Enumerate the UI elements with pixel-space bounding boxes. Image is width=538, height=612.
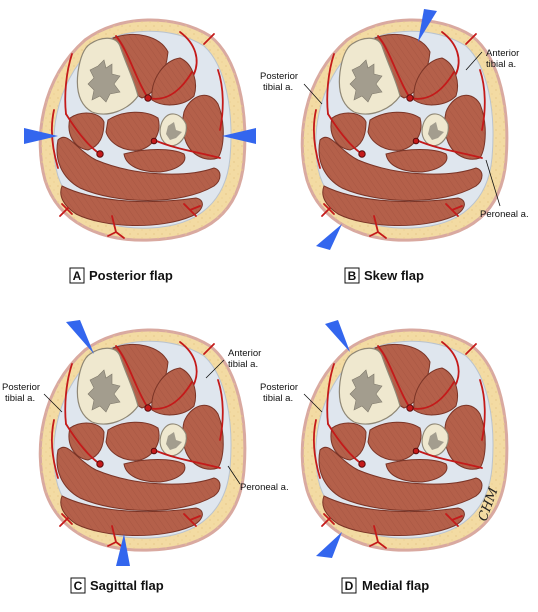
panel-letter-box-a — [69, 267, 85, 284]
flap-arrow-medial-a — [24, 128, 58, 144]
leg-cross-section-a — [38, 18, 247, 242]
panel-letter-b: B — [348, 269, 357, 283]
label-anterior-tibial-c-line1: Anterior — [228, 348, 261, 359]
panel-caption-c: Sagittal flap — [90, 578, 164, 593]
leg-cross-section-c — [38, 328, 247, 552]
panel-letter-c: C — [74, 579, 83, 593]
label-anterior-tibial-b-line2: tibial a. — [486, 59, 516, 70]
panel-d: Posterior tibial a. CHM D Medial flap — [260, 320, 509, 594]
panel-letter-box-c — [70, 577, 86, 594]
flap-arrow-posterior-b — [316, 224, 342, 250]
label-peroneal-b: Peroneal a. — [480, 209, 529, 220]
label-posterior-tibial-b-line1: Posterior — [260, 71, 298, 82]
panel-c: Anterior tibial a. Posterior tibial a. P… — [2, 320, 289, 594]
label-posterior-tibial-d-line2: tibial a. — [263, 393, 293, 404]
panel-caption-d: Medial flap — [362, 578, 429, 593]
panel-letter-box-b — [344, 267, 360, 284]
panel-b: Anterior tibial a. Posterior tibial a. P… — [260, 9, 529, 284]
flap-arrow-posterior-d — [316, 532, 342, 558]
label-posterior-tibial-d-line1: Posterior — [260, 382, 298, 393]
label-posterior-tibial-b-line2: tibial a. — [263, 82, 293, 93]
label-anterior-tibial-b-line1: Anterior — [486, 48, 519, 59]
panel-caption-b: Skew flap — [364, 268, 424, 283]
flap-arrow-anterior-b — [418, 9, 437, 42]
panel-letter-d: D — [345, 579, 354, 593]
panel-letter-box-d — [341, 577, 357, 594]
label-peroneal-c: Peroneal a. — [240, 482, 289, 493]
label-posterior-tibial-c-line2: tibial a. — [5, 393, 35, 404]
flap-arrow-anterior-d — [325, 320, 350, 352]
leg-cross-section-b — [300, 18, 509, 242]
label-anterior-tibial-c-line2: tibial a. — [228, 359, 258, 370]
label-posterior-tibial-c-line1: Posterior — [2, 382, 40, 393]
flap-arrow-anterior-c — [66, 320, 94, 354]
panel-a: A Posterior flap — [24, 18, 256, 284]
panel-letter-a: A — [73, 269, 82, 283]
flap-arrow-posterior-c — [116, 534, 130, 566]
panel-caption-a: Posterior flap — [89, 268, 173, 283]
flap-arrow-lateral-a — [222, 128, 256, 144]
